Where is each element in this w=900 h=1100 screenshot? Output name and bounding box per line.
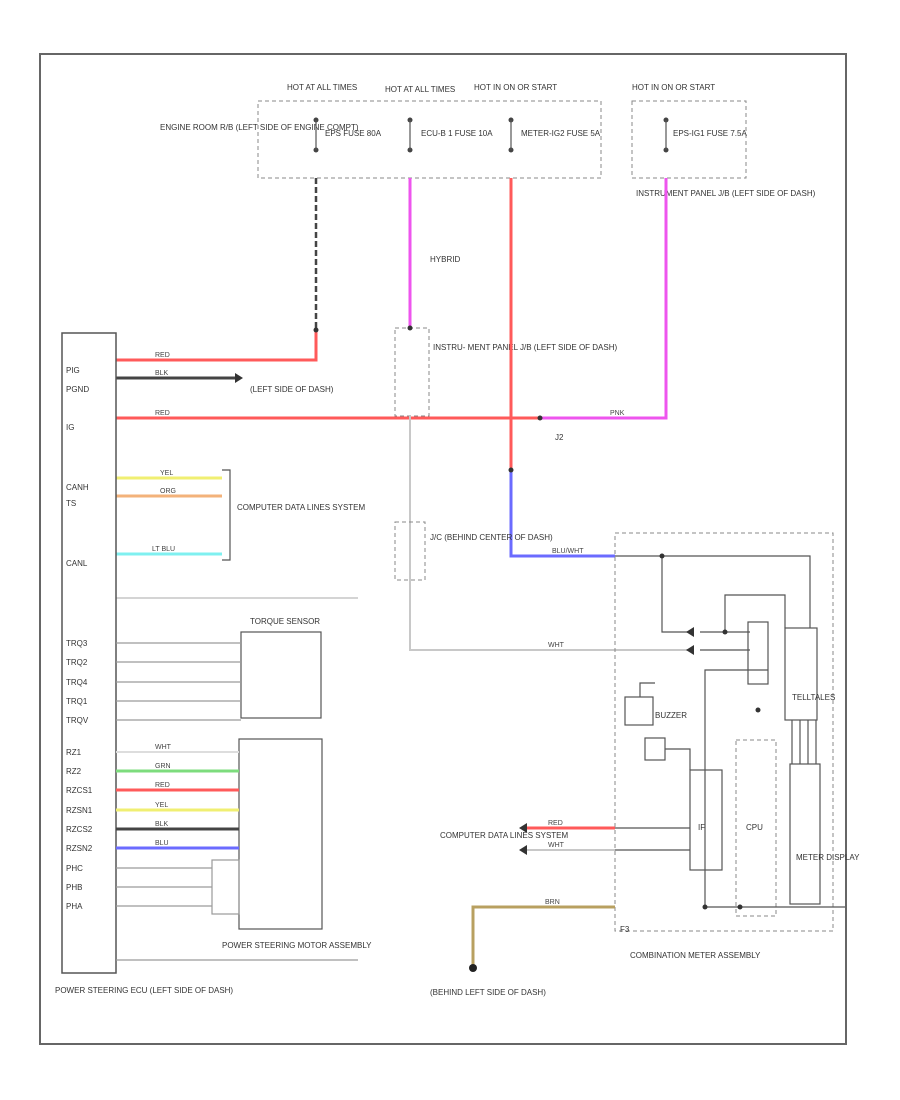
junction-arrow-1 [686, 627, 694, 637]
buzzer-label: BUZZER [655, 711, 687, 720]
wire-label-blu: BLU [155, 840, 169, 847]
wire-label-yel-2: YEL [155, 802, 168, 809]
location-engine-room: ENGINE ROOM R/B (LEFT SIDE OF ENGINE COM… [160, 123, 359, 132]
wire-meter-blue [509, 470, 615, 558]
wire-label-red-3: RED [155, 782, 170, 789]
pin-canl: CANL [66, 559, 88, 568]
meter-chip-label: IF [698, 823, 705, 832]
jc-label: J/C (BEHIND CENTER OF DASH) [430, 533, 553, 542]
junction-arrow-2 [686, 645, 694, 655]
cpu-label: CPU [746, 823, 763, 832]
power-label-4: HOT IN ON OR START [632, 83, 715, 92]
hybrid-label: HYBRID [430, 255, 460, 264]
motor-label: POWER STEERING MOTOR ASSEMBLY [222, 941, 372, 950]
wire-label-red-2: RED [155, 410, 170, 417]
data-lines-label-1: COMPUTER DATA LINES SYSTEM [237, 503, 366, 512]
display-label: METER DISPLAY [796, 853, 860, 862]
wire-label-org: ORG [160, 488, 176, 495]
pin-trq-1: TRQ3 [66, 639, 88, 648]
pin-motor-3: RZCS1 [66, 786, 93, 795]
ground-arrow-left [235, 373, 243, 383]
pin-motor-9: PHA [66, 902, 83, 911]
wire-label-pnk: PNK [610, 410, 625, 417]
pin-ts: TS [66, 499, 76, 508]
power-label-3: HOT IN ON OR START [474, 83, 557, 92]
wire-label-blu-wht: BLU/WHT [552, 548, 584, 555]
torque-sensor-label: TORQUE SENSOR [250, 617, 320, 626]
meter-internals: BUZZER IF CPU TELLTALES METER DISPLAY [615, 555, 860, 917]
wire-label-red-1: RED [155, 352, 170, 359]
arrow-data-2 [519, 845, 527, 855]
location-instrument-panel: INSTRUMENT PANEL J/B (LEFT SIDE OF DASH) [636, 189, 816, 198]
wire-label-wht-2: WHT [155, 744, 172, 751]
pin-motor-1: RZ1 [66, 748, 82, 757]
fuse-ecu-b: ECU-B 1 FUSE 10A [421, 129, 493, 138]
torque-sensor-box [240, 631, 322, 719]
power-label-1: HOT AT ALL TIMES [287, 83, 357, 92]
motor-box [238, 738, 323, 930]
power-label-2: HOT AT ALL TIMES [385, 85, 455, 94]
pin-trq-4: TRQ1 [66, 697, 88, 706]
wire-label-grn: GRN [155, 763, 171, 770]
fuse-symbols [313, 117, 669, 153]
motor-wires [116, 751, 240, 915]
pin-pig: PIG [66, 366, 80, 375]
pin-motor-7: PHC [66, 864, 83, 873]
wire-label-wht-1: WHT [548, 642, 565, 649]
wire-label-ltblu: LT BLU [152, 546, 175, 553]
connector-label-f: F3 [620, 925, 630, 934]
ground-left-label: (LEFT SIDE OF DASH) [250, 385, 334, 394]
data-lines-label-2: COMPUTER DATA LINES SYSTEM [440, 831, 569, 840]
combination-meter-box [614, 532, 834, 932]
diagram-frame [39, 53, 847, 1045]
pin-motor-4: RZSN1 [66, 806, 93, 815]
ground-point [469, 964, 477, 972]
combination-meter-label: COMBINATION METER ASSEMBLY [630, 951, 761, 960]
wire-ground-brown [471, 905, 615, 965]
pin-canh: CANH [66, 483, 89, 492]
connector-label-c2: J2 [555, 433, 564, 442]
ecu-box [61, 332, 117, 974]
fuse-eps: EPS FUSE 80A [325, 129, 382, 138]
telltales-label: TELLTALES [792, 693, 835, 702]
ground-bottom-label: (BEHIND LEFT SIDE OF DASH) [430, 988, 546, 997]
fuse-meter: METER-IG2 FUSE 5A [521, 129, 601, 138]
splice-points [313, 325, 761, 910]
trq-lines [116, 642, 241, 721]
pin-trq-3: TRQ4 [66, 678, 88, 687]
wire-label-brn: BRN [545, 899, 560, 906]
pin-motor-6: RZSN2 [66, 844, 93, 853]
fuse-eps-ig: EPS-IG1 FUSE 7.5A [673, 129, 747, 138]
wire-pig-red [116, 330, 318, 362]
arrow-data-1 [519, 823, 527, 833]
wire-label-red-4: RED [548, 820, 563, 827]
wire-ig-magenta [540, 178, 668, 420]
wire-label-blk-2: BLK [155, 821, 169, 828]
instrument-jb-label: INSTRU- MENT PANEL J/B (LEFT SIDE OF DAS… [433, 343, 618, 352]
wire-white-main [409, 416, 690, 651]
pin-trq-2: TRQ2 [66, 658, 88, 667]
pin-ig: IG [66, 423, 74, 432]
pin-pgnd: PGND [66, 385, 89, 394]
wire-label-wht-3: WHT [548, 842, 565, 849]
fuse-block-engine-room: HOT AT ALL TIMES HOT AT ALL TIMES HOT IN… [160, 83, 602, 179]
fuse-block-instrument-panel: HOT IN ON OR START EPS-IG1 FUSE 7.5A INS… [631, 83, 816, 198]
pin-trq-5: TRQV [66, 716, 89, 725]
pin-motor-5: RZCS2 [66, 825, 93, 834]
pin-motor-8: PHB [66, 883, 82, 892]
wire-label-yel: YEL [160, 470, 173, 477]
ecu-label: POWER STEERING ECU (LEFT SIDE OF DASH) [55, 986, 233, 995]
wire-label-blk-1: BLK [155, 370, 169, 377]
pin-motor-2: RZ2 [66, 767, 82, 776]
